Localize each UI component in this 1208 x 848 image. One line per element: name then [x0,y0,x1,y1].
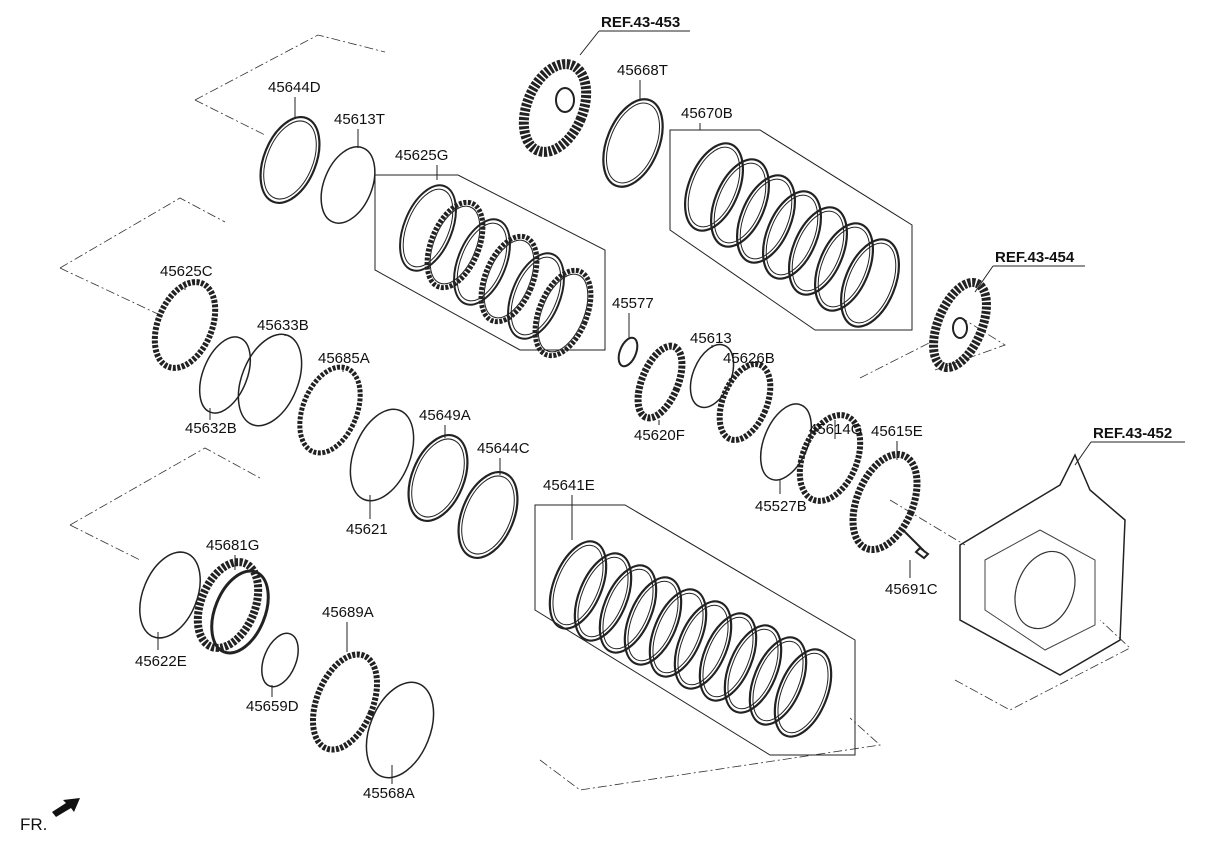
part-45577 [617,336,639,368]
label-45685A: 45685A [318,350,370,367]
label-45626B: 45626B [723,350,775,367]
label-45568A: 45568A [363,785,415,802]
part-45621 [349,408,415,502]
part-45689A [309,651,381,753]
part-ref-43-453 [518,59,592,157]
part-45625G [532,267,594,359]
part-drawings [139,59,1126,779]
part-45615E [849,450,921,554]
guide-line-0 [194,34,386,136]
part-45659D [261,632,299,688]
part-45625G [399,184,457,272]
pack-outline-2 [534,504,856,756]
label-45649A: 45649A [419,407,471,424]
label-45614G: 45614G [809,421,862,438]
leader-ref-43-454 [974,265,1085,293]
guide-line-1 [59,197,226,316]
part-45625G [507,252,565,340]
guide-line-2 [69,447,261,561]
leader-ref-43-453 [579,30,690,56]
label-45622E: 45622E [135,653,187,670]
part-45641E [648,588,708,678]
label-45577: 45577 [612,295,654,312]
part-45641E [623,576,683,666]
part-45641E [573,552,633,642]
part-45622E [139,551,201,639]
part-45625G [478,233,540,325]
label-45615E: 45615E [871,423,923,440]
part-45685A [297,364,363,456]
arrow-icon [52,798,80,817]
part-45644C [457,471,519,559]
part-45681G [193,558,263,652]
part-45644D [259,116,321,204]
label-ref-43-452: REF.43-452 [1093,425,1172,442]
label-45613: 45613 [690,330,732,347]
label-45659D: 45659D [246,698,299,715]
label-45632B: 45632B [185,420,237,437]
part-ref-43-454 [929,277,991,373]
label-45670B: 45670B [681,105,733,122]
label-45641E: 45641E [543,477,595,494]
label-45689A: 45689A [322,604,374,621]
part-45670B [736,174,796,264]
label-45681G: 45681G [206,537,259,554]
part-transmission-case [959,453,1126,676]
label-45625C: 45625C [160,263,213,280]
label-ref-43-454: REF.43-454 [995,249,1075,266]
label-45527B: 45527B [755,498,807,515]
part-45641E [748,636,808,726]
part-45625C [151,279,219,371]
clutch-pack-outlines [374,129,913,756]
part-45633B [237,333,303,427]
label-45668T: 45668T [617,62,668,79]
part-45641E [548,540,608,630]
pack-outline-1 [669,129,913,331]
part-45620F [634,342,686,422]
label-45633B: 45633B [257,317,309,334]
label-45691C: 45691C [885,581,938,598]
part-labels: 45668T 45644D 45613T 45670B 45625G 45625C 4563… [135,14,1172,802]
part-45625G [424,199,486,291]
part-45670B [788,206,848,296]
part-45649A [407,434,469,522]
part-45641E [698,612,758,702]
part-45670B [684,142,744,232]
label-ref-43-453: REF.43-453 [601,14,680,31]
part-45641E [773,648,833,738]
guide-line-6 [889,499,966,546]
label-45644D: 45644D [268,79,321,96]
label-45621: 45621 [346,521,388,538]
label-45620F: 45620F [634,427,685,444]
label-45625G: 45625G [395,147,448,164]
part-45613T [320,146,376,224]
label-45613T: 45613T [334,111,385,128]
label-45644C: 45644C [477,440,530,457]
part-45670B [814,222,874,312]
part-45632B [198,336,252,414]
leader-lines [157,30,1185,784]
part-45626B [716,361,774,443]
part-45614G [796,412,864,504]
pump-hub [555,87,575,113]
part-45641E [723,624,783,714]
part-45670B [840,238,900,328]
part-45670B [762,190,822,280]
pack-outline-0 [374,174,606,351]
part-45641E [598,564,658,654]
front-direction-label: FR. [20,815,47,834]
part-45625G [453,218,511,306]
part-45691C-bolt [902,529,930,560]
part-45681G [210,569,270,655]
part-45568A [365,681,435,779]
gear-hub [952,317,968,339]
front-direction-indicator: FR. [20,798,80,834]
leader-ref-43-452 [1074,441,1185,466]
part-45668T [602,98,664,188]
part-45641E [673,600,733,690]
guide-line-4 [539,717,881,791]
part-45670B [710,158,770,248]
